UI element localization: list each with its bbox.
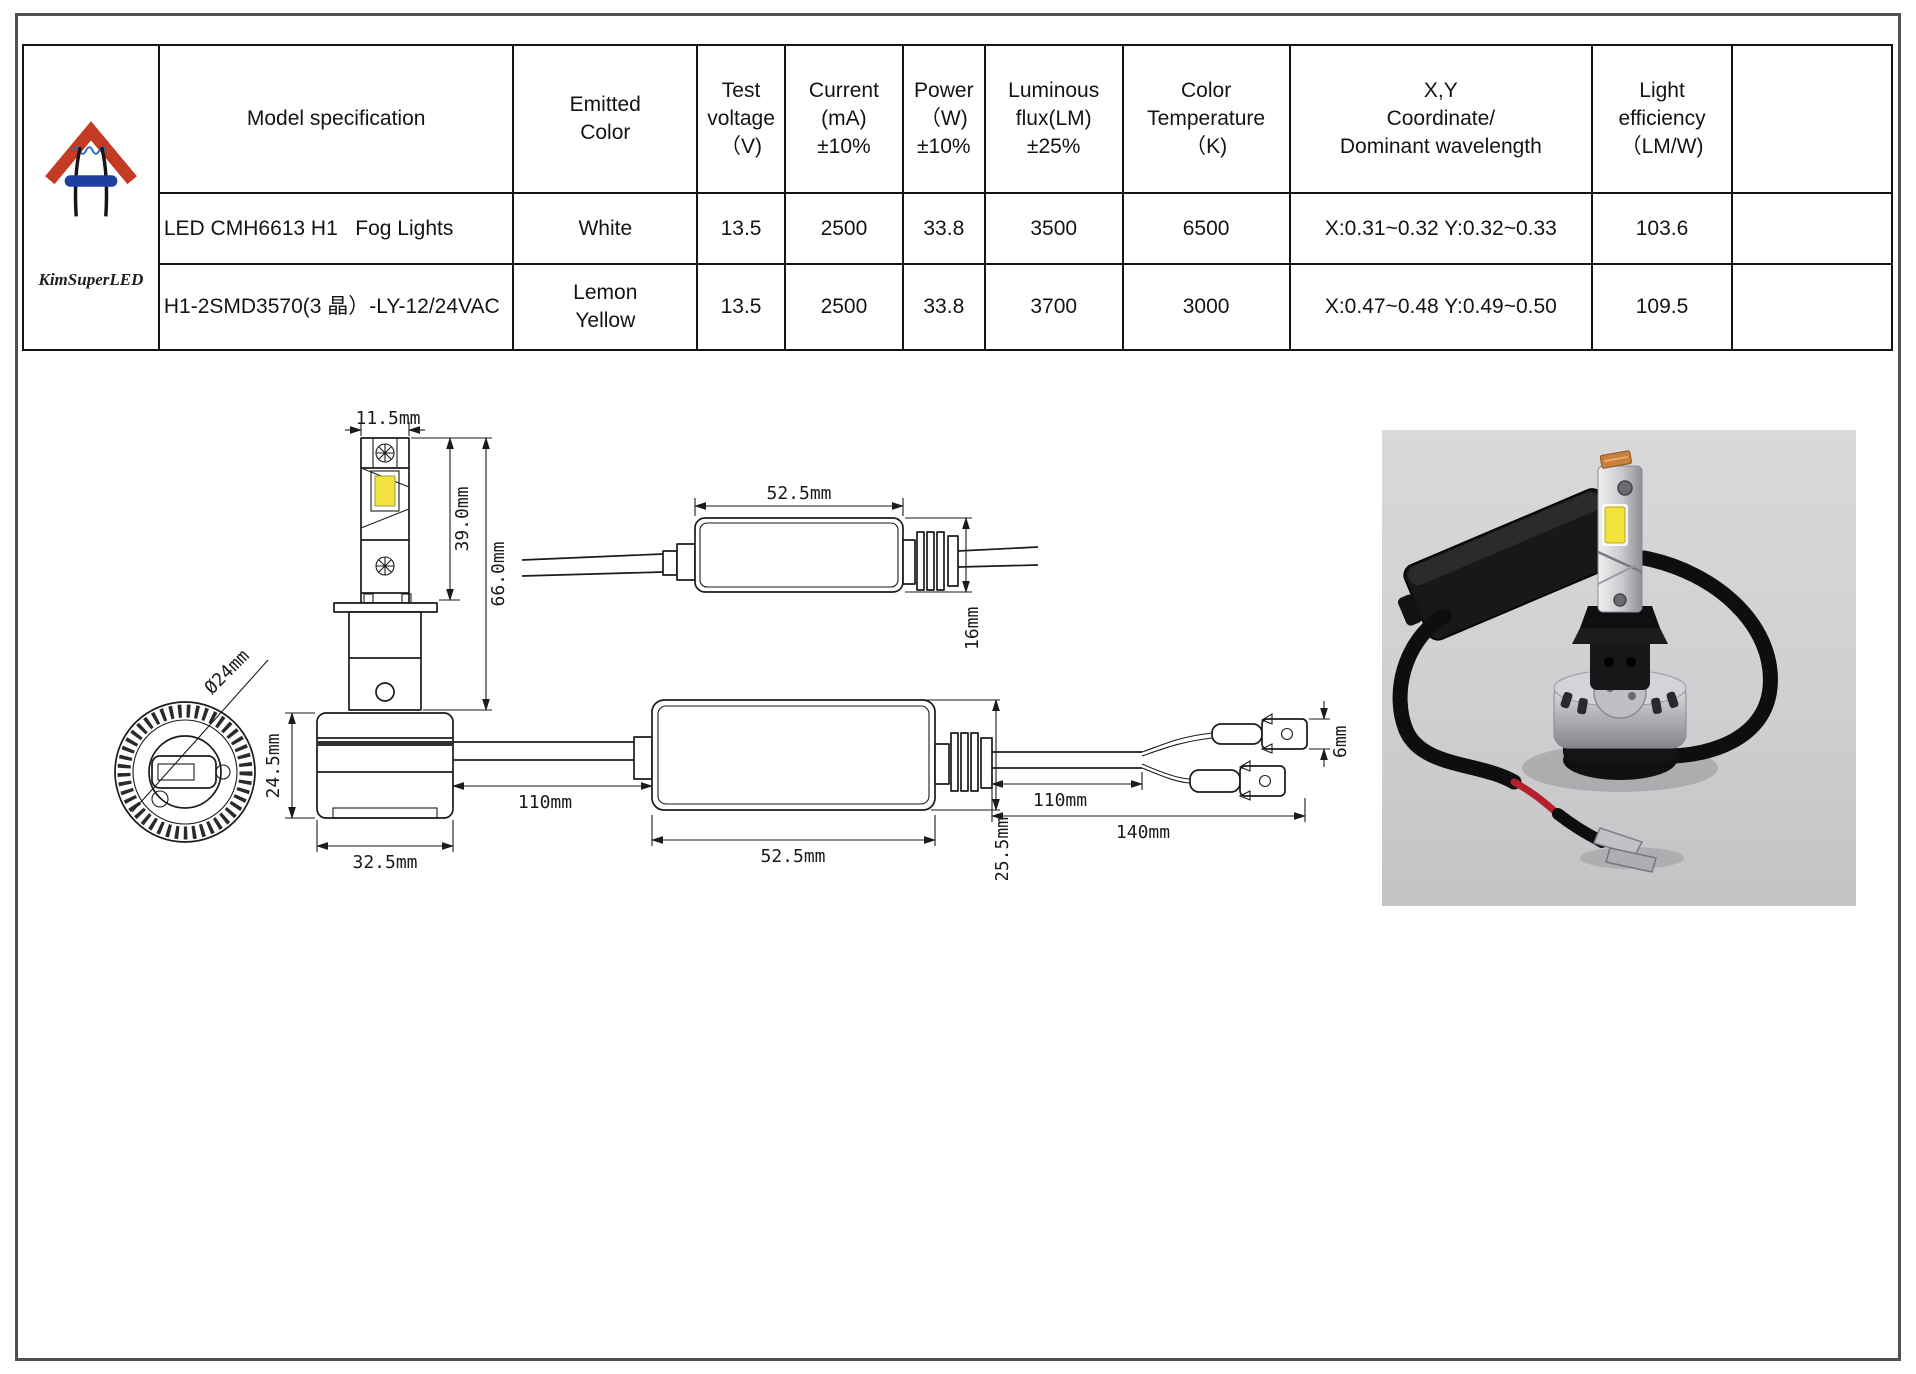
header-light-efficiency: Light efficiency （LM/W) <box>1591 44 1733 194</box>
header-test-voltage: Test voltage （V) <box>696 44 786 194</box>
led-chip <box>1604 506 1626 544</box>
cell-luminous-flux: 3700 <box>983 262 1124 351</box>
product-photo <box>1382 430 1856 906</box>
cell-test-voltage: 13.5 <box>696 191 786 265</box>
header-luminous-flux: Luminous flux(LM) ±25% <box>983 44 1124 194</box>
table-row: LED CMH6613 H1 Fog Lights White 13.5 250… <box>23 191 1894 265</box>
led-bulb <box>1553 450 1687 780</box>
power-cable <box>1634 550 1778 764</box>
header-current: Current (mA) ±10% <box>783 44 904 194</box>
table-row: H1-2SMD3570(3 晶）-LY-12/24VAC Lemon Yello… <box>23 262 1894 351</box>
product-photo-image <box>1382 430 1856 906</box>
cell-luminous-flux: 3500 <box>983 191 1124 265</box>
cell-light-efficiency: 109.5 <box>1591 262 1733 351</box>
cell-power: 33.8 <box>901 262 986 351</box>
spec-table: KimSuperLED Model specification Emitted … <box>22 44 1894 351</box>
header-model-specification: Model specification <box>157 44 515 194</box>
cell-current: 2500 <box>783 262 904 351</box>
header-emitted-color: Emitted Color <box>512 44 699 194</box>
cell-current: 2500 <box>783 191 904 265</box>
cell-model: H1-2SMD3570(3 晶）-LY-12/24VAC <box>157 262 515 351</box>
header-xy-coordinate: X,Y Coordinate/ Dominant wavelength <box>1288 44 1594 194</box>
cell-test-voltage: 13.5 <box>696 262 786 351</box>
header-color-temperature: Color Temperature （K) <box>1121 44 1291 194</box>
copper-contact <box>1599 450 1632 469</box>
cell-color-temperature: 6500 <box>1121 191 1291 265</box>
logo-cell: KimSuperLED <box>22 44 160 351</box>
table-empty-cell <box>1730 191 1894 265</box>
power-cable <box>1392 608 1522 790</box>
page-border <box>15 13 1901 1361</box>
cell-xy-coordinate: X:0.47~0.48 Y:0.49~0.50 <box>1288 262 1594 351</box>
driver-box <box>1397 488 1627 641</box>
cell-model: LED CMH6613 H1 Fog Lights <box>157 191 515 265</box>
table-empty-cell <box>1730 262 1894 351</box>
cell-emitted-color: White <box>512 191 699 265</box>
cell-power: 33.8 <box>901 191 986 265</box>
cell-light-efficiency: 103.6 <box>1591 191 1733 265</box>
cell-emitted-color: Lemon Yellow <box>512 262 699 351</box>
cell-color-temperature: 3000 <box>1121 262 1291 351</box>
company-name: KimSuperLED <box>38 269 144 289</box>
cell-xy-coordinate: X:0.31~0.32 Y:0.32~0.33 <box>1288 191 1594 265</box>
company-logo-icon <box>45 121 137 217</box>
header-empty <box>1730 44 1894 194</box>
header-power: Power （W) ±10% <box>901 44 986 194</box>
photo-terminals <box>1592 827 1657 873</box>
